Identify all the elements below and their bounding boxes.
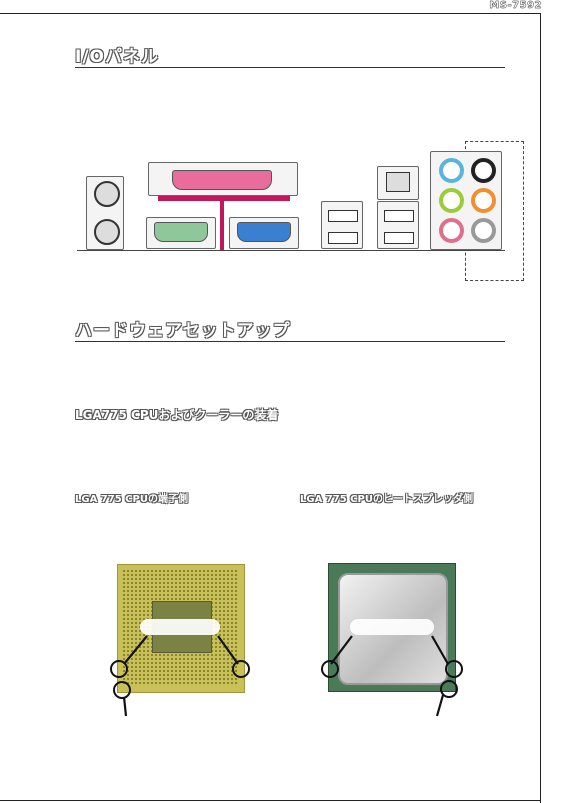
audio-jack-line-out [439, 188, 464, 213]
audio-jack-side [471, 218, 496, 243]
usb-port [328, 210, 358, 222]
leader-line [217, 635, 239, 665]
alignment-notch-circle [110, 660, 128, 678]
usb-port [384, 210, 414, 222]
section-title-hardware-setup: ハードウェアセットアップ [75, 321, 291, 341]
ps2-keyboard-port [94, 219, 120, 245]
gold-triangle-circle [113, 681, 131, 699]
leader-line [123, 635, 148, 665]
gold-triangle-circle [440, 680, 458, 698]
parallel-port-stem [220, 200, 224, 250]
usb-ports-right [377, 201, 419, 249]
leader-line [431, 635, 449, 665]
leader-line [435, 694, 445, 717]
usb-ports-left [321, 201, 363, 249]
section-rule [75, 341, 505, 342]
alignment-label-mark [140, 619, 220, 635]
parallel-port [172, 170, 272, 190]
section-title-io-panel: I/Oパネル [75, 47, 159, 67]
ps2-ports [86, 176, 124, 250]
audio-jack-line-in [439, 158, 464, 183]
usb-port [384, 232, 414, 244]
lan-port-frame [377, 166, 419, 200]
alignment-notch-circle [445, 660, 463, 678]
subsection-title-cpu-install: LGA775 CPUおよびクーラーの装着 [75, 408, 279, 422]
page-frame-top [0, 13, 540, 14]
leader-line [330, 635, 353, 665]
figure-caption-heat-spreader-side: LGA 775 CPUのヒートスプレッダ側 [300, 494, 473, 505]
audio-jack-center [471, 188, 496, 213]
leader-line [122, 696, 128, 717]
figure-caption-pin-side: LGA 775 CPUの端子側 [75, 494, 188, 505]
model-number: MS-7592 [489, 0, 542, 11]
audio-jack-mic [439, 218, 464, 243]
io-panel-baseline [77, 250, 505, 251]
usb-port [328, 232, 358, 244]
alignment-notch-circle [232, 660, 250, 678]
lan-port [386, 172, 410, 192]
vga-port [237, 222, 291, 242]
ps2-mouse-port [94, 181, 120, 207]
serial-port [154, 222, 208, 242]
page-frame-bottom [0, 800, 541, 801]
audio-jack-rear [471, 158, 496, 183]
parallel-port-bracket [158, 196, 290, 201]
audio-jacks [430, 151, 502, 250]
page-frame-right [540, 13, 541, 803]
section-rule [75, 67, 505, 68]
alignment-label-mark [350, 619, 434, 635]
alignment-notch-circle [321, 660, 339, 678]
